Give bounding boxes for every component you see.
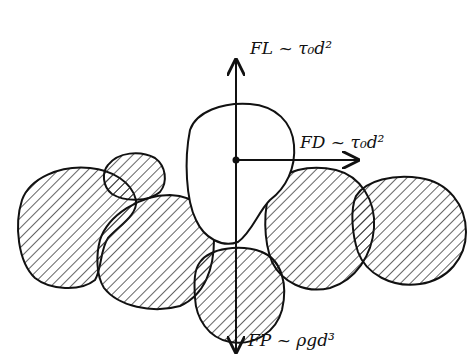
weight-force-label: FP ~ ρgd³ <box>248 330 335 350</box>
lift-arrow <box>235 60 237 160</box>
drag-arrow <box>236 159 358 161</box>
lift-force-label: FL ~ τ₀d² <box>250 38 332 58</box>
center-dot <box>233 157 240 164</box>
drag-force-label: FD ~ τ₀d² <box>300 132 384 152</box>
free-grain <box>187 104 295 244</box>
weight-arrow <box>235 160 237 352</box>
